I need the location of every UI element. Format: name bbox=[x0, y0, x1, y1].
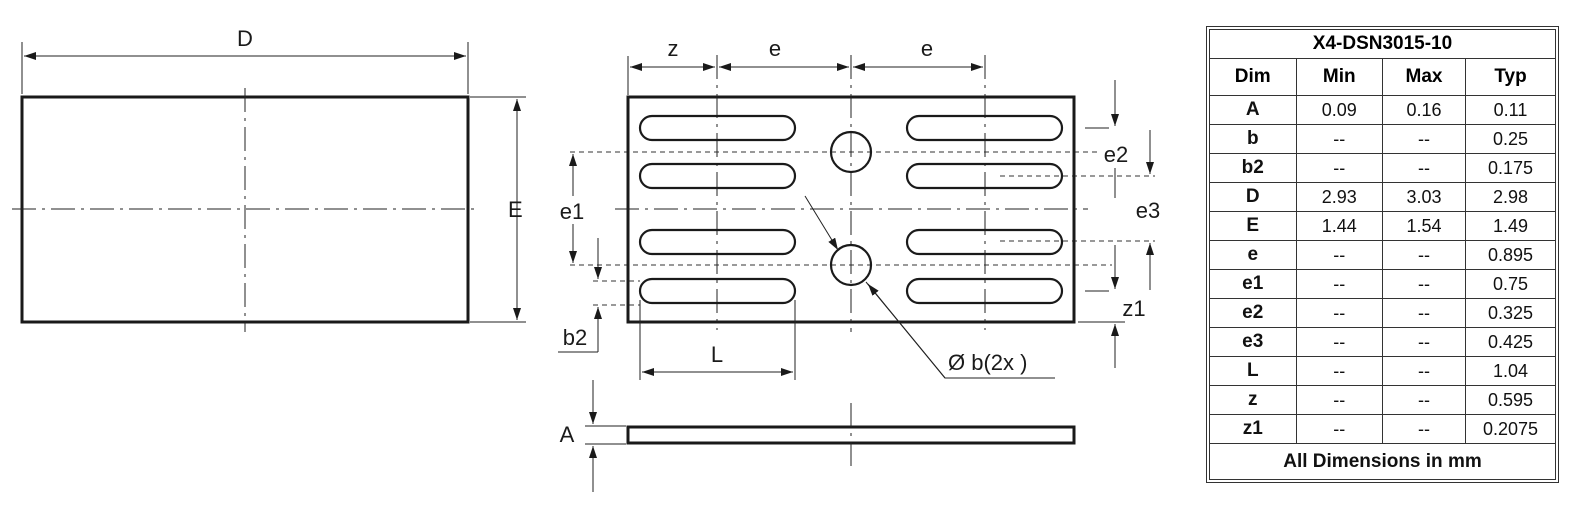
pad-slot bbox=[638, 277, 797, 305]
dimension-e2-label: e2 bbox=[1104, 142, 1128, 167]
table-cell-max: -- bbox=[1381, 327, 1467, 357]
table-row: b----0.25 bbox=[1209, 124, 1556, 154]
column-header: Max bbox=[1381, 58, 1467, 96]
table-row: e1----0.75 bbox=[1209, 269, 1556, 299]
table-cell-typ: 0.895 bbox=[1465, 240, 1556, 270]
table-cell-max: 0.16 bbox=[1381, 95, 1467, 125]
table-cell-typ: 0.325 bbox=[1465, 298, 1556, 328]
top-view: D E bbox=[12, 26, 526, 332]
hole-diameter-label: Ø b(2x ) bbox=[948, 350, 1027, 375]
side-view: A bbox=[560, 380, 1076, 492]
table-cell-typ: 1.49 bbox=[1465, 211, 1556, 241]
table-cell-max: 1.54 bbox=[1381, 211, 1467, 241]
table-cell-dim: b bbox=[1209, 124, 1297, 154]
table-cell-min: 1.44 bbox=[1295, 211, 1383, 241]
table-row: b2----0.175 bbox=[1209, 153, 1556, 183]
pad-slot bbox=[905, 114, 1064, 142]
column-header: Min bbox=[1295, 58, 1383, 96]
table-row: z1----0.2075 bbox=[1209, 414, 1556, 444]
table-cell-dim: L bbox=[1209, 356, 1297, 386]
table-cell-min: -- bbox=[1295, 240, 1383, 270]
column-header: Dim bbox=[1209, 58, 1297, 96]
table-cell-typ: 0.425 bbox=[1465, 327, 1556, 357]
dimension-z-label: z bbox=[668, 36, 679, 61]
table-cell-max: -- bbox=[1381, 298, 1467, 328]
table-cell-min: -- bbox=[1295, 298, 1383, 328]
table-cell-typ: 0.175 bbox=[1465, 153, 1556, 183]
table-cell-min: -- bbox=[1295, 414, 1383, 444]
table-footer: All Dimensions in mm bbox=[1209, 443, 1556, 480]
via-hole bbox=[829, 130, 873, 174]
pad-slot bbox=[638, 228, 797, 256]
table-cell-dim: b2 bbox=[1209, 153, 1297, 183]
table-cell-typ: 0.11 bbox=[1465, 95, 1556, 125]
table-cell-dim: e bbox=[1209, 240, 1297, 270]
table-cell-dim: e2 bbox=[1209, 298, 1297, 328]
table-cell-min: -- bbox=[1295, 124, 1383, 154]
table-row: e3----0.425 bbox=[1209, 327, 1556, 357]
via-hole bbox=[829, 243, 873, 287]
dimension-A-label: A bbox=[560, 422, 575, 447]
table-cell-min: -- bbox=[1295, 385, 1383, 415]
pad-slot bbox=[638, 162, 797, 190]
dimension-D-label: D bbox=[237, 26, 253, 51]
table-cell-typ: 0.2075 bbox=[1465, 414, 1556, 444]
table-cell-min: -- bbox=[1295, 327, 1383, 357]
pad-slot bbox=[638, 114, 797, 142]
table-cell-dim: D bbox=[1209, 182, 1297, 212]
table-header-row: Dim Min Max Typ bbox=[1209, 58, 1556, 96]
column-header: Typ bbox=[1465, 58, 1556, 96]
table-cell-typ: 0.595 bbox=[1465, 385, 1556, 415]
table-cell-min: -- bbox=[1295, 356, 1383, 386]
table-row: e2----0.325 bbox=[1209, 298, 1556, 328]
dimension-L-label: L bbox=[711, 342, 723, 367]
table-cell-min: 0.09 bbox=[1295, 95, 1383, 125]
table-cell-dim: e3 bbox=[1209, 327, 1297, 357]
table-row: L----1.04 bbox=[1209, 356, 1556, 386]
table-cell-dim: A bbox=[1209, 95, 1297, 125]
table-cell-max: -- bbox=[1381, 414, 1467, 444]
table-cell-typ: 0.75 bbox=[1465, 269, 1556, 299]
table-row: z----0.595 bbox=[1209, 385, 1556, 415]
table-cell-dim: E bbox=[1209, 211, 1297, 241]
dimension-z1-label: z1 bbox=[1122, 296, 1145, 321]
pad-slot bbox=[905, 162, 1064, 190]
table-cell-min: -- bbox=[1295, 153, 1383, 183]
table-cell-typ: 2.98 bbox=[1465, 182, 1556, 212]
table-cell-max: -- bbox=[1381, 240, 1467, 270]
table-cell-dim: e1 bbox=[1209, 269, 1297, 299]
dimension-b2-label: b2 bbox=[563, 325, 587, 350]
table-row: e----0.895 bbox=[1209, 240, 1556, 270]
dimension-e-label: e bbox=[921, 36, 933, 61]
table-cell-max: -- bbox=[1381, 385, 1467, 415]
table-cell-min: -- bbox=[1295, 269, 1383, 299]
table-cell-max: -- bbox=[1381, 356, 1467, 386]
dimension-e3-label: e3 bbox=[1136, 198, 1160, 223]
table-cell-typ: 0.25 bbox=[1465, 124, 1556, 154]
table-cell-max: -- bbox=[1381, 269, 1467, 299]
table-cell-max: -- bbox=[1381, 124, 1467, 154]
table-title: X4-DSN3015-10 bbox=[1209, 29, 1556, 59]
pad-slot bbox=[905, 277, 1064, 305]
table-cell-typ: 1.04 bbox=[1465, 356, 1556, 386]
dimension-e1-label: e1 bbox=[560, 199, 584, 224]
package-drawing: D E bbox=[12, 26, 1160, 492]
table-cell-dim: z bbox=[1209, 385, 1297, 415]
table-cell-dim: z1 bbox=[1209, 414, 1297, 444]
table-cell-max: 3.03 bbox=[1381, 182, 1467, 212]
table-cell-min: 2.93 bbox=[1295, 182, 1383, 212]
dimension-E-label: E bbox=[508, 197, 523, 222]
pad-slot bbox=[905, 228, 1064, 256]
dimension-e-label: e bbox=[769, 36, 781, 61]
bottom-view: z e e e1 b2 L Ø b(2x ) e2 e3 bbox=[553, 36, 1160, 380]
table-cell-max: -- bbox=[1381, 153, 1467, 183]
